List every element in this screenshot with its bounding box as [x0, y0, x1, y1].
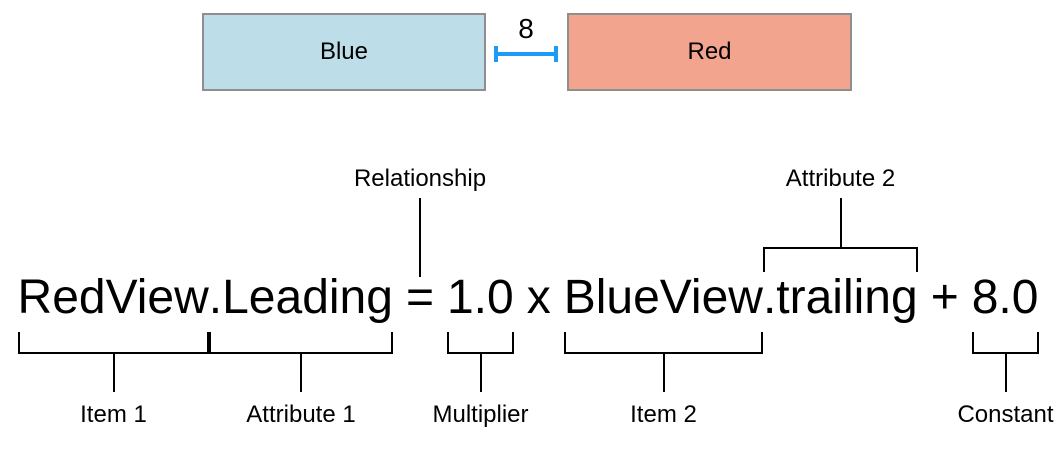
bracket-line — [564, 352, 763, 354]
bracket-line — [447, 352, 514, 354]
bracket-tick — [447, 332, 449, 354]
blue-view-box: Blue — [202, 13, 486, 91]
bracket-tick — [916, 249, 918, 272]
blue-view-label: Blue — [319, 38, 369, 65]
equation-segment-item2: BlueView — [563, 271, 763, 324]
bracket-tick — [564, 332, 566, 354]
bracket-stem — [1004, 354, 1007, 392]
equation-segment-attribute1: .Leading — [208, 271, 393, 324]
bracket-line — [972, 352, 1039, 354]
bracket-stem — [479, 354, 482, 392]
bracket-stem — [112, 354, 115, 392]
callout-label-attribute1: Attribute 1 — [246, 401, 356, 428]
equation-segment-multiply-sign: x — [526, 271, 551, 324]
callout-label-relation: Relationship — [353, 165, 487, 192]
red-view-label: Red — [687, 38, 732, 65]
red-view-box: Red — [567, 13, 852, 91]
bracket-tick — [1037, 332, 1039, 354]
bracket-stem — [839, 198, 842, 247]
bracket-stem — [300, 354, 302, 392]
bracket-tick — [972, 332, 974, 354]
bracket-line — [209, 352, 393, 354]
bracket-line — [763, 247, 918, 249]
equation-segment-plus-sign: + — [930, 271, 959, 324]
ibeam-bar — [496, 52, 556, 56]
bracket-tick — [763, 249, 765, 272]
equation-segment-attribute2: .trailing — [762, 271, 918, 324]
bracket-tick — [512, 332, 514, 354]
bracket-tick — [18, 332, 20, 354]
callout-label-item1: Item 1 — [80, 401, 147, 428]
bracket-tick — [391, 332, 393, 354]
bracket-tick — [207, 332, 209, 354]
equation-segment-item1: RedView — [17, 271, 209, 324]
callout-stem — [419, 198, 421, 277]
bracket-line — [18, 352, 209, 354]
equation-segment-relation: = — [405, 271, 434, 324]
bracket-stem — [662, 354, 665, 392]
ibeam-right-cap — [554, 46, 558, 62]
bracket-tick — [209, 332, 211, 354]
spacing-value: 8 — [518, 13, 534, 44]
callout-label-constant: Constant — [957, 401, 1054, 428]
constraint-equation: RedView .Leading = 1.0 x BlueView .trail… — [0, 270, 1056, 326]
bracket-tick — [761, 332, 763, 354]
equation-segment-constant: 8.0 — [971, 271, 1039, 324]
callout-label-multiplier: Multiplier — [432, 401, 529, 428]
spacing-ibeam-icon — [494, 46, 558, 62]
equation-segment-multiplier: 1.0 — [446, 271, 514, 324]
spacing-indicator: 8 — [485, 13, 567, 91]
callout-label-attribute2: Attribute 2 — [785, 165, 896, 192]
callout-label-item2: Item 2 — [630, 401, 697, 428]
